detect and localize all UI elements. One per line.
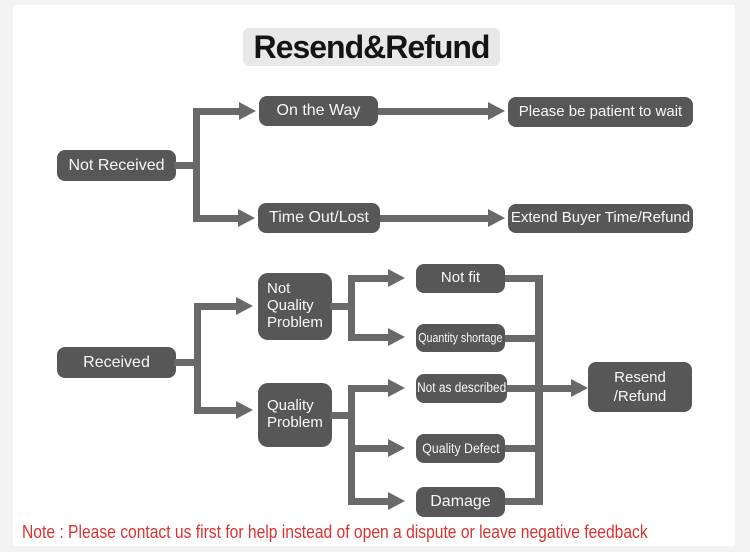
node-not-as-described: Not as described bbox=[416, 374, 507, 403]
connector bbox=[348, 498, 388, 505]
node-label: Quantity shortage bbox=[418, 329, 503, 345]
arrowhead-icon bbox=[488, 209, 505, 227]
node-quality-defect: Quality Defect bbox=[416, 434, 505, 463]
connector bbox=[348, 385, 388, 392]
arrowhead-icon bbox=[236, 401, 253, 419]
node-label: Received bbox=[83, 353, 150, 371]
connector bbox=[543, 385, 571, 392]
node-not-received: Not Received bbox=[57, 150, 176, 181]
page-title: Resend&Refund bbox=[243, 28, 500, 66]
arrowhead-icon bbox=[388, 269, 405, 287]
arrowhead-icon bbox=[238, 209, 255, 227]
node-label: Damage bbox=[430, 493, 491, 511]
node-label: Quality Problem bbox=[267, 397, 323, 431]
footer-note: Note : Please contact us first for help … bbox=[22, 521, 648, 542]
arrowhead-icon bbox=[488, 102, 505, 120]
page-title-label: Resend&Refund bbox=[253, 28, 491, 65]
connector bbox=[193, 215, 238, 222]
arrowhead-icon bbox=[388, 492, 405, 510]
node-time-out-lost: Time Out/Lost bbox=[258, 203, 380, 233]
connector bbox=[174, 162, 197, 169]
node-label: Please be patient to wait bbox=[518, 102, 683, 120]
connector bbox=[378, 108, 488, 115]
node-label: Not as described bbox=[416, 380, 507, 396]
node-not-quality-problem: Not Quality Problem bbox=[258, 273, 332, 340]
connector bbox=[194, 303, 201, 414]
arrowhead-icon bbox=[388, 328, 405, 346]
node-label: Not Quality Problem bbox=[267, 280, 323, 331]
arrowhead-icon bbox=[388, 379, 405, 397]
arrowhead-icon bbox=[571, 379, 588, 397]
node-label: Not fit bbox=[440, 269, 481, 287]
connector bbox=[330, 303, 352, 310]
connector bbox=[348, 275, 388, 282]
node-resend-refund: Resend /Refund bbox=[588, 362, 692, 412]
node-label: Resend /Refund bbox=[613, 368, 667, 406]
node-label: Time Out/Lost bbox=[269, 209, 369, 227]
node-quality-problem: Quality Problem bbox=[258, 383, 332, 447]
node-label: Not Received bbox=[68, 156, 165, 174]
connector bbox=[194, 303, 236, 310]
node-label: Extend Buyer Time/Refund bbox=[510, 209, 691, 227]
node-received: Received bbox=[57, 347, 176, 378]
node-please-be-patient: Please be patient to wait bbox=[508, 97, 693, 127]
node-label: Quality Defect bbox=[421, 439, 500, 456]
arrowhead-icon bbox=[236, 297, 253, 315]
connector bbox=[348, 275, 355, 341]
node-not-fit: Not fit bbox=[416, 264, 505, 293]
connector bbox=[193, 108, 239, 115]
connector bbox=[194, 407, 236, 414]
connector bbox=[348, 334, 388, 341]
connector bbox=[507, 385, 536, 392]
node-extend-buyer-time-refund: Extend Buyer Time/Refund bbox=[508, 204, 693, 233]
arrowhead-icon bbox=[388, 439, 405, 457]
connector bbox=[535, 275, 543, 505]
node-damage: Damage bbox=[416, 487, 505, 517]
connector bbox=[174, 359, 198, 366]
arrowhead-icon bbox=[239, 102, 256, 120]
node-on-the-way: On the Way bbox=[259, 96, 378, 126]
connector bbox=[330, 412, 352, 419]
node-quantity-shortage: Quantity shortage bbox=[416, 324, 505, 352]
connector bbox=[505, 445, 536, 452]
connector bbox=[193, 108, 200, 222]
node-label: On the Way bbox=[276, 102, 361, 120]
connector bbox=[505, 498, 536, 505]
connector bbox=[505, 275, 536, 282]
connector bbox=[348, 445, 388, 452]
connector bbox=[380, 215, 488, 222]
connector bbox=[505, 335, 536, 342]
